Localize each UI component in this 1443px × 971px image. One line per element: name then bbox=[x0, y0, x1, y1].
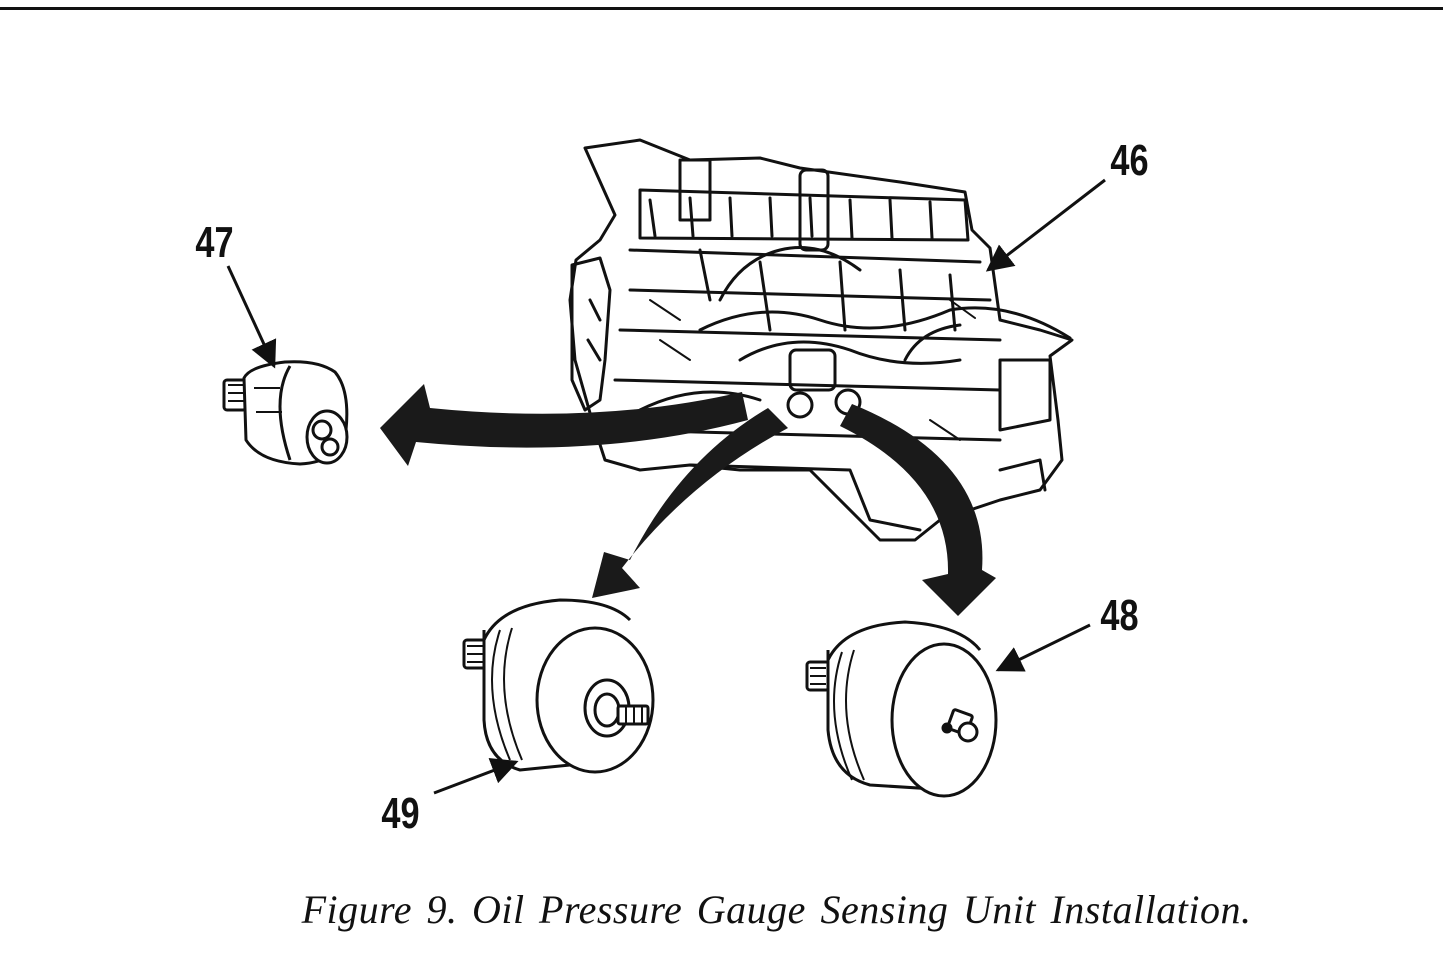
sender-47-illustration bbox=[222, 360, 349, 466]
leader-lines bbox=[226, 178, 1106, 795]
figure-caption: Figure 9. Oil Pressure Gauge Sensing Uni… bbox=[301, 887, 1252, 932]
arrow-to-48 bbox=[840, 404, 996, 616]
callout-49: 49 bbox=[381, 789, 419, 838]
arrow-to-47 bbox=[380, 384, 748, 466]
callout-48: 48 bbox=[1100, 591, 1138, 640]
sender-49-illustration bbox=[462, 598, 655, 774]
leader-49 bbox=[433, 757, 519, 795]
callout-46: 46 bbox=[1110, 136, 1148, 185]
installation-arrows bbox=[380, 384, 996, 616]
engine-illustration bbox=[568, 138, 1074, 542]
arrow-to-49 bbox=[592, 408, 788, 598]
sender-48-illustration bbox=[805, 620, 998, 798]
leader-47 bbox=[226, 265, 277, 369]
leader-46 bbox=[985, 178, 1106, 272]
leader-48 bbox=[995, 623, 1091, 672]
callout-47: 47 bbox=[195, 218, 233, 267]
top-rule bbox=[0, 7, 1443, 10]
